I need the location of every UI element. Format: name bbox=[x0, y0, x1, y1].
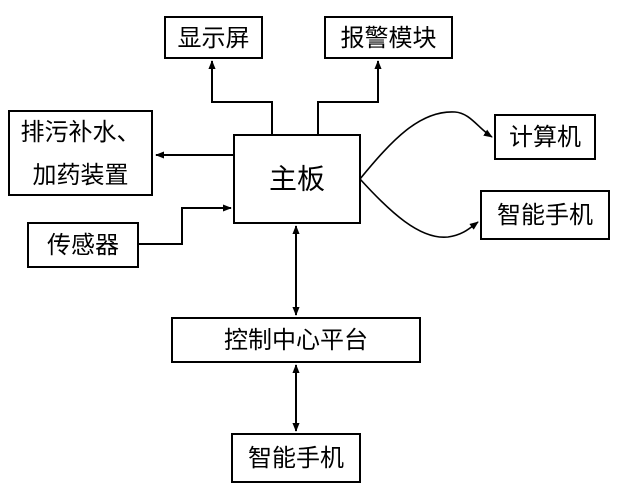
drain-dosing-label-line2: 加药装置 bbox=[33, 161, 129, 189]
phone-top-node: 智能手机 bbox=[480, 190, 610, 240]
control-center-label: 控制中心平台 bbox=[224, 326, 368, 354]
arrow-mainboard-to-alarm bbox=[317, 60, 382, 135]
computer-label: 计算机 bbox=[509, 123, 581, 151]
sensor-label: 传感器 bbox=[47, 231, 119, 259]
control-center-node: 控制中心平台 bbox=[171, 317, 421, 363]
drain-dosing-node: 排污补水、 加药装置 bbox=[8, 110, 153, 196]
link-mainboard-to-phone-top bbox=[359, 178, 479, 238]
arrow-sensor-to-mainboard bbox=[138, 204, 232, 245]
phone-bottom-label: 智能手机 bbox=[248, 444, 344, 472]
phone-bottom-node: 智能手机 bbox=[231, 433, 361, 483]
phone-top-label: 智能手机 bbox=[497, 201, 593, 229]
drain-dosing-label-line1: 排污补水、 bbox=[21, 118, 141, 146]
display-label: 显示屏 bbox=[178, 24, 250, 52]
display-node: 显示屏 bbox=[164, 16, 263, 59]
computer-node: 计算机 bbox=[494, 114, 596, 160]
link-mainboard-to-computer bbox=[359, 111, 493, 180]
alarm-node: 报警模块 bbox=[324, 16, 453, 59]
mainboard-label: 主板 bbox=[269, 163, 325, 196]
alarm-label: 报警模块 bbox=[341, 24, 437, 52]
sensor-node: 传感器 bbox=[27, 222, 139, 268]
arrow-mainboard-to-display bbox=[208, 60, 273, 135]
mainboard-node: 主板 bbox=[233, 134, 361, 224]
